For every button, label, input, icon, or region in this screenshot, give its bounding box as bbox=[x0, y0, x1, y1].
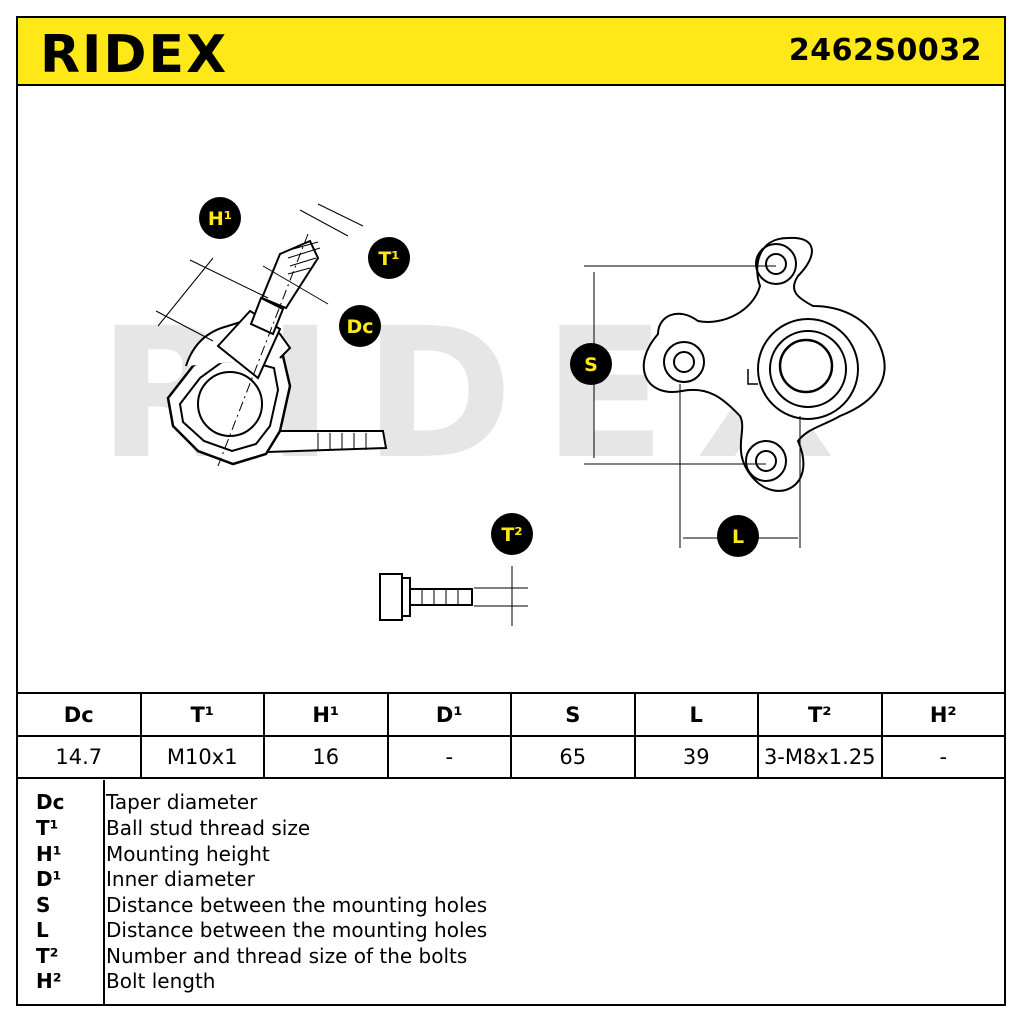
label-t1-text: T¹ bbox=[378, 248, 399, 270]
spec-header-s: S bbox=[510, 692, 636, 737]
label-t1: T¹ bbox=[368, 237, 410, 279]
spec-table-header-row: Dc T¹ H¹ D¹ S L T² H² bbox=[16, 692, 1006, 737]
spec-header-t1: T¹ bbox=[139, 692, 265, 737]
spec-header-t2: T² bbox=[757, 692, 883, 737]
legend-desc: Ball stud thread size bbox=[106, 816, 311, 840]
spec-value-t1: M10x1 bbox=[139, 735, 265, 779]
spec-header-h1: H¹ bbox=[263, 692, 389, 737]
legend-desc: Distance between the mounting holes bbox=[106, 893, 488, 917]
spec-header-l: L bbox=[633, 692, 759, 737]
legend-desc: Distance between the mounting holes bbox=[106, 918, 488, 942]
spec-header-d1: D¹ bbox=[386, 692, 512, 737]
spec-table: Dc T¹ H¹ D¹ S L T² H² 14.7 M10x1 16 - 65… bbox=[16, 692, 1006, 779]
part-number: 2462S0032 bbox=[788, 33, 982, 68]
legend-divider bbox=[103, 780, 105, 1006]
spec-value-s: 65 bbox=[510, 735, 636, 779]
label-t2-text: T² bbox=[501, 524, 522, 546]
legend-desc: Inner diameter bbox=[106, 867, 255, 891]
ball-joint-side-view bbox=[155, 203, 388, 467]
label-h1-text: H¹ bbox=[208, 208, 232, 230]
label-dc: Dc bbox=[339, 305, 381, 347]
brand-logo-text: RIDEX bbox=[40, 25, 228, 80]
legend-desc: Taper diameter bbox=[106, 790, 258, 814]
spec-value-dc: 14.7 bbox=[16, 735, 142, 779]
spec-value-h1: 16 bbox=[263, 735, 389, 779]
spec-value-t2: 3-M8x1.25 bbox=[757, 735, 883, 779]
legend-desc: Mounting height bbox=[106, 842, 270, 866]
legend-key: S bbox=[36, 893, 51, 917]
spec-header-dc: Dc bbox=[16, 692, 142, 737]
legend-key: D¹ bbox=[36, 867, 62, 891]
legend-key: T¹ bbox=[36, 816, 59, 840]
legend-key: H¹ bbox=[36, 842, 62, 866]
bolt-view bbox=[379, 566, 528, 626]
legend-key: H² bbox=[36, 969, 62, 993]
label-l-text: L bbox=[732, 526, 744, 548]
spec-value-h2: - bbox=[880, 735, 1006, 779]
label-s-text: S bbox=[584, 354, 598, 376]
label-l: L bbox=[717, 515, 759, 557]
brand-logo: RIDEX bbox=[40, 25, 228, 80]
ball-joint-top-view bbox=[584, 236, 886, 548]
label-dc-text: Dc bbox=[346, 316, 373, 338]
legend-desc: Bolt length bbox=[106, 969, 216, 993]
spec-value-l: 39 bbox=[633, 735, 759, 779]
header-bar: RIDEX 2462S0032 bbox=[16, 16, 1006, 86]
label-t2: T² bbox=[491, 513, 533, 555]
legend-key: L bbox=[36, 918, 49, 942]
legend-key: Dc bbox=[36, 790, 65, 814]
technical-drawing: RIDEX bbox=[98, 197, 886, 626]
legend-desc: Number and thread size of the bolts bbox=[106, 944, 468, 968]
legend-key: T² bbox=[36, 944, 59, 968]
label-s: S bbox=[570, 343, 612, 385]
spec-header-h2: H² bbox=[880, 692, 1006, 737]
spec-table-value-row: 14.7 M10x1 16 - 65 39 3-M8x1.25 - bbox=[16, 735, 1006, 779]
label-h1: H¹ bbox=[199, 197, 241, 239]
spec-value-d1: - bbox=[386, 735, 512, 779]
